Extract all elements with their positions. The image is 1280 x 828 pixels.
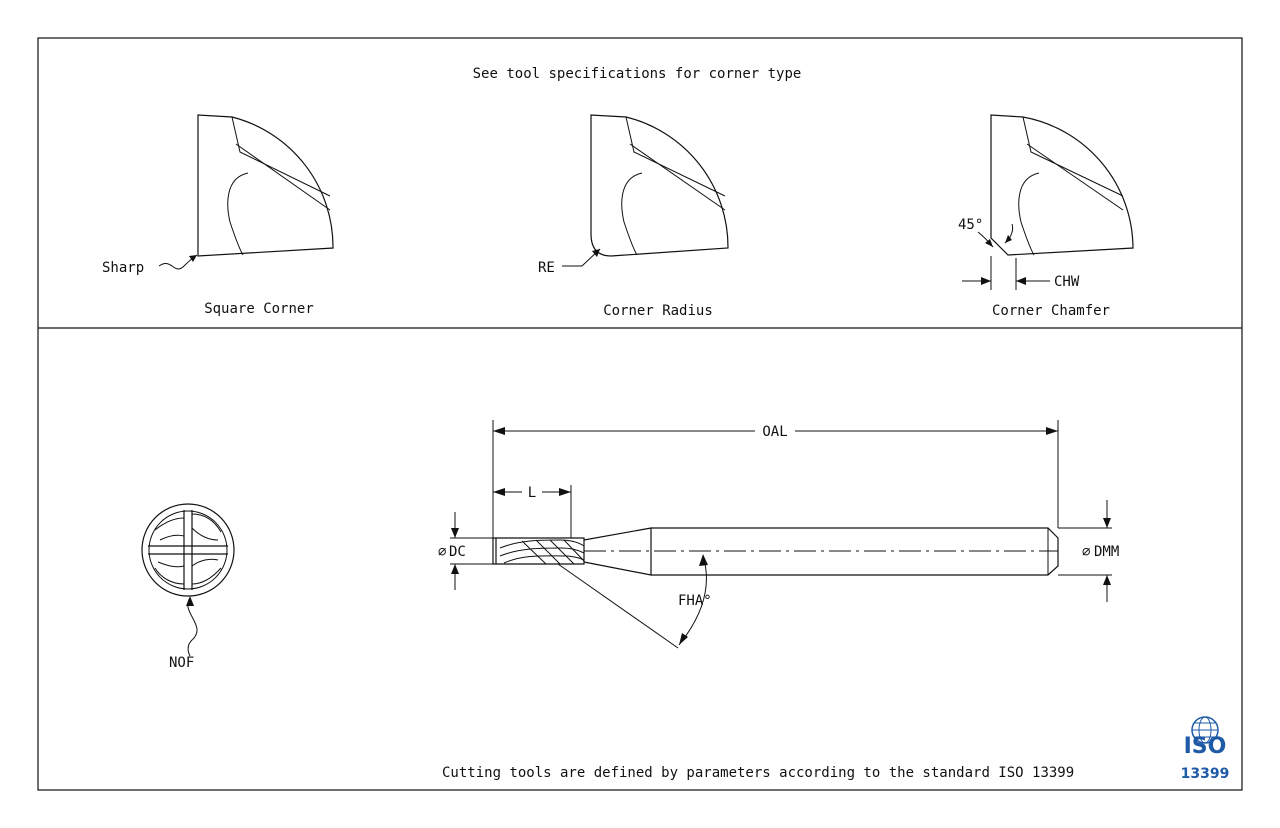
- corner-chamfer-view: [962, 114, 1134, 290]
- corner-chamfer-caption: Corner Chamfer: [992, 303, 1110, 319]
- iso-logo-brand: ISO: [1184, 734, 1227, 759]
- end-view: [141, 503, 235, 657]
- end-mill-side-view: [492, 527, 1059, 576]
- corner-radius-caption: Corner Radius: [603, 303, 713, 319]
- cutting-diameter-symbol: ⌀: [438, 544, 447, 560]
- cutting-diameter-label: DC: [449, 544, 466, 560]
- corner-radius-callout: RE: [538, 260, 555, 276]
- square-corner-callout: Sharp: [102, 260, 144, 276]
- corner-radius-view: [562, 114, 729, 267]
- square-corner-view: [158, 114, 334, 270]
- length-of-cut-label: L: [528, 485, 536, 501]
- helix-angle-label: FHA°: [678, 593, 712, 609]
- shank-diameter-dimension: [1058, 500, 1112, 602]
- drawing-frame: [37, 37, 1243, 791]
- square-corner-caption: Square Corner: [204, 301, 314, 317]
- flutes-label: NOF: [169, 655, 194, 671]
- header-note: See tool specifications for corner type: [473, 66, 802, 82]
- oal-dimension: [492, 420, 1059, 538]
- helix-angle-dimension: [557, 554, 708, 649]
- iso-logo-number: 13399: [1181, 766, 1230, 782]
- cutting-diameter-dimension: [450, 512, 493, 590]
- shank-diameter-label: DMM: [1094, 544, 1119, 560]
- length-of-cut-dimension: [493, 485, 572, 538]
- shank-diameter-symbol: ⌀: [1082, 544, 1091, 560]
- chamfer-angle-label: 45°: [958, 217, 983, 233]
- standard-note: Cutting tools are defined by parameters …: [442, 765, 1074, 781]
- chamfer-width-label: CHW: [1054, 274, 1080, 290]
- oal-label: OAL: [762, 424, 787, 440]
- iso-logo: ISO 13399: [1181, 716, 1230, 782]
